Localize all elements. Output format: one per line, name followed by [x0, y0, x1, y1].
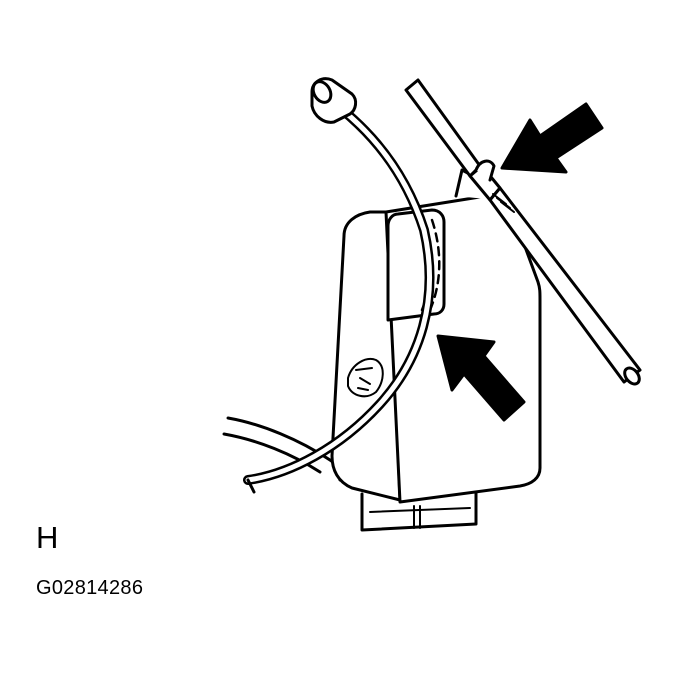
actuator-cable: [243, 103, 435, 494]
right-cable-sheath: [404, 78, 642, 386]
molded-marking: [347, 358, 384, 398]
cable-clip: [386, 208, 446, 322]
cable-end-fitting: [310, 77, 358, 124]
view-letter: H: [36, 520, 59, 555]
arrow-upper: [500, 102, 604, 174]
arrow-lower: [436, 334, 526, 422]
sheath-retaining-clip: [474, 159, 496, 182]
bottom-connector: [360, 490, 478, 532]
figure-id: G02814286: [36, 577, 144, 599]
